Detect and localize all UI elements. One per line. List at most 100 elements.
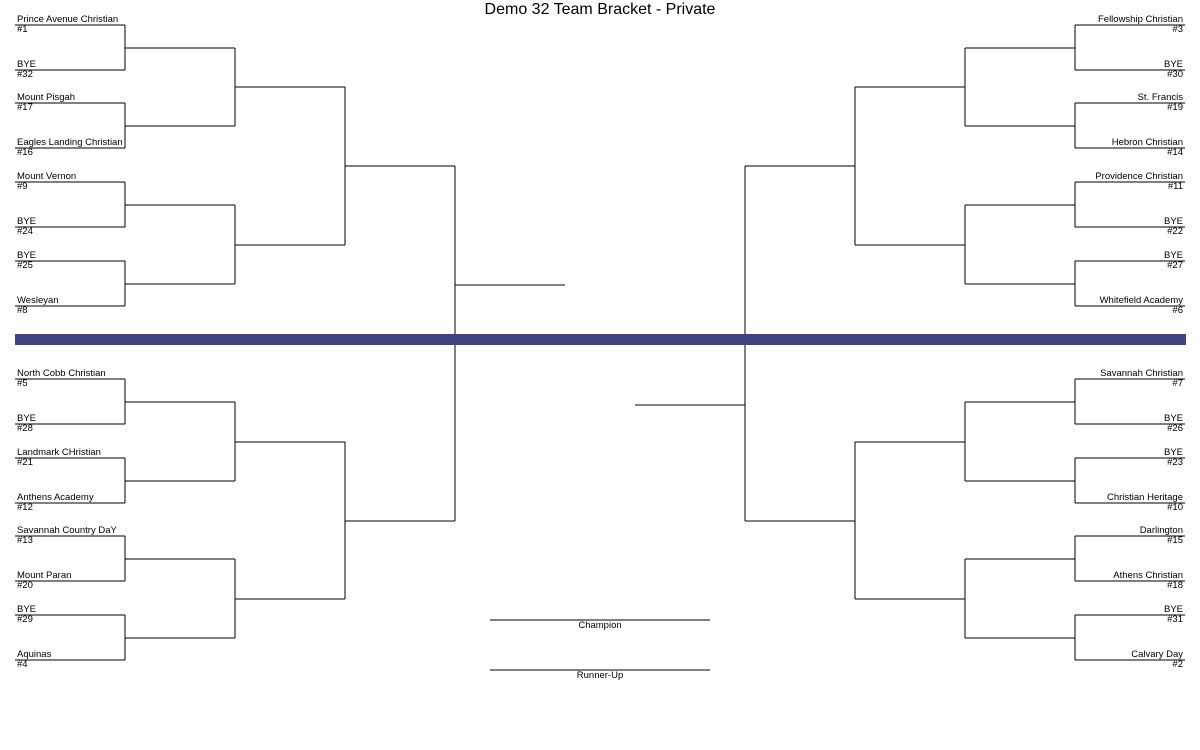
team-name: Eagles Landing Christian	[17, 137, 123, 148]
team-slot: Mount Pisgah#17	[17, 93, 167, 113]
team-seed: #26	[1167, 423, 1183, 434]
team-slot: Savannah Christian#7	[1033, 369, 1183, 389]
bracket-title: Demo 32 Team Bracket - Private	[484, 1, 716, 18]
team-slot: BYE#25	[17, 251, 167, 271]
team-slot: St. Francis#19	[1033, 93, 1183, 113]
team-slot: Whitefield Academy#6	[1033, 296, 1183, 316]
team-seed: #14	[1167, 147, 1183, 158]
runner-up-label: Runner-Up	[576, 670, 624, 681]
team-slot: BYE#29	[17, 605, 167, 625]
team-seed: #17	[17, 102, 33, 113]
team-name: Mount Vernon	[17, 171, 77, 182]
team-slot: Anthens Academy#12	[17, 493, 167, 513]
team-slot: Aquinas#4	[17, 650, 167, 670]
team-name: Whitefield Academy	[1099, 295, 1183, 306]
team-name: Calvary Day	[1131, 649, 1183, 660]
team-slot: Christian Heritage#10	[1033, 493, 1183, 513]
team-name: BYE	[1163, 604, 1183, 615]
team-seed: #3	[1172, 24, 1183, 35]
team-name: BYE	[17, 604, 37, 615]
team-seed: #6	[1172, 305, 1183, 316]
team-name: Athens Christian	[1113, 570, 1183, 581]
team-slot: Calvary Day#2	[1033, 650, 1183, 670]
team-slot: BYE#30	[1033, 60, 1183, 80]
team-slot: Wesleyan#8	[17, 296, 167, 316]
team-name: Fellowship Christian	[1097, 14, 1183, 25]
team-name: BYE	[17, 216, 37, 227]
team-name: Prince Avenue Christian	[17, 14, 119, 25]
team-seed: #30	[1167, 69, 1183, 80]
team-seed: #32	[17, 69, 33, 80]
team-slot: BYE#26	[1033, 414, 1183, 434]
team-slot: Fellowship Christian#3	[1033, 15, 1183, 35]
team-name: BYE	[17, 250, 37, 261]
team-slot: Savannah Country DaY#13	[17, 526, 167, 546]
team-seed: #24	[17, 226, 33, 237]
team-slot: Darlington#15	[1033, 526, 1183, 546]
team-name: Anthens Academy	[17, 492, 94, 503]
team-seed: #19	[1167, 102, 1183, 113]
team-slot: BYE#22	[1033, 217, 1183, 237]
team-name: BYE	[1163, 447, 1183, 458]
team-name: BYE	[1163, 216, 1183, 227]
team-slot: North Cobb Christian#5	[17, 369, 167, 389]
team-seed: #27	[1167, 260, 1183, 271]
team-name: BYE	[1163, 413, 1183, 424]
team-seed: #11	[1167, 181, 1183, 192]
team-seed: #12	[17, 502, 33, 513]
team-name: Darlington	[1139, 525, 1183, 536]
team-seed: #25	[17, 260, 33, 271]
team-seed: #31	[1167, 614, 1183, 625]
team-name: Savannah Christian	[1100, 368, 1183, 379]
team-name: Mount Paran	[17, 570, 72, 581]
team-name: Hebron Christian	[1111, 137, 1183, 148]
team-seed: #1	[17, 24, 28, 35]
team-slot: BYE#27	[1033, 251, 1183, 271]
team-seed: #8	[17, 305, 28, 316]
team-seed: #10	[1167, 502, 1183, 513]
team-name: Providence Christian	[1095, 171, 1183, 182]
region-divider	[15, 334, 1186, 345]
team-seed: #13	[17, 535, 33, 546]
team-slot: Eagles Landing Christian#16	[17, 138, 167, 158]
team-name: BYE	[17, 59, 37, 70]
team-slot: Mount Paran#20	[17, 571, 167, 591]
team-name: Christian Heritage	[1106, 492, 1183, 503]
team-slot: Providence Christian#11	[1033, 172, 1183, 192]
team-seed: #9	[17, 181, 28, 192]
champion-label: Champion	[578, 620, 622, 631]
team-name: BYE	[17, 413, 37, 424]
team-name: Aquinas	[17, 649, 52, 660]
team-slot: Hebron Christian#14	[1033, 138, 1183, 158]
team-seed: #23	[1167, 457, 1183, 468]
team-seed: #15	[1167, 535, 1183, 546]
team-slot: BYE#31	[1033, 605, 1183, 625]
team-seed: #5	[17, 378, 28, 389]
team-slot: Mount Vernon#9	[17, 172, 167, 192]
team-seed: #4	[17, 659, 28, 670]
team-slot: Prince Avenue Christian#1	[17, 15, 167, 35]
team-slot: BYE#23	[1033, 448, 1183, 468]
team-name: BYE	[1163, 59, 1183, 70]
team-slot: Landmark CHristian#21	[17, 448, 167, 468]
team-seed: #18	[1167, 580, 1183, 591]
team-seed: #29	[17, 614, 33, 625]
team-name: St. Francis	[1137, 92, 1183, 103]
team-slot: BYE#28	[17, 414, 167, 434]
team-name: Landmark CHristian	[17, 447, 101, 458]
team-seed: #21	[17, 457, 33, 468]
team-slot: BYE#32	[17, 60, 167, 80]
team-seed: #2	[1172, 659, 1183, 670]
team-name: BYE	[1163, 250, 1183, 261]
team-name: North Cobb Christian	[17, 368, 106, 379]
team-seed: #20	[17, 580, 33, 591]
team-slot: Athens Christian#18	[1033, 571, 1183, 591]
team-seed: #22	[1167, 226, 1183, 237]
team-seed: #16	[17, 147, 33, 158]
team-name: Wesleyan	[17, 295, 59, 306]
team-name: Mount Pisgah	[17, 92, 76, 103]
team-slot: BYE#24	[17, 217, 167, 237]
team-seed: #7	[1172, 378, 1183, 389]
team-seed: #28	[17, 423, 33, 434]
